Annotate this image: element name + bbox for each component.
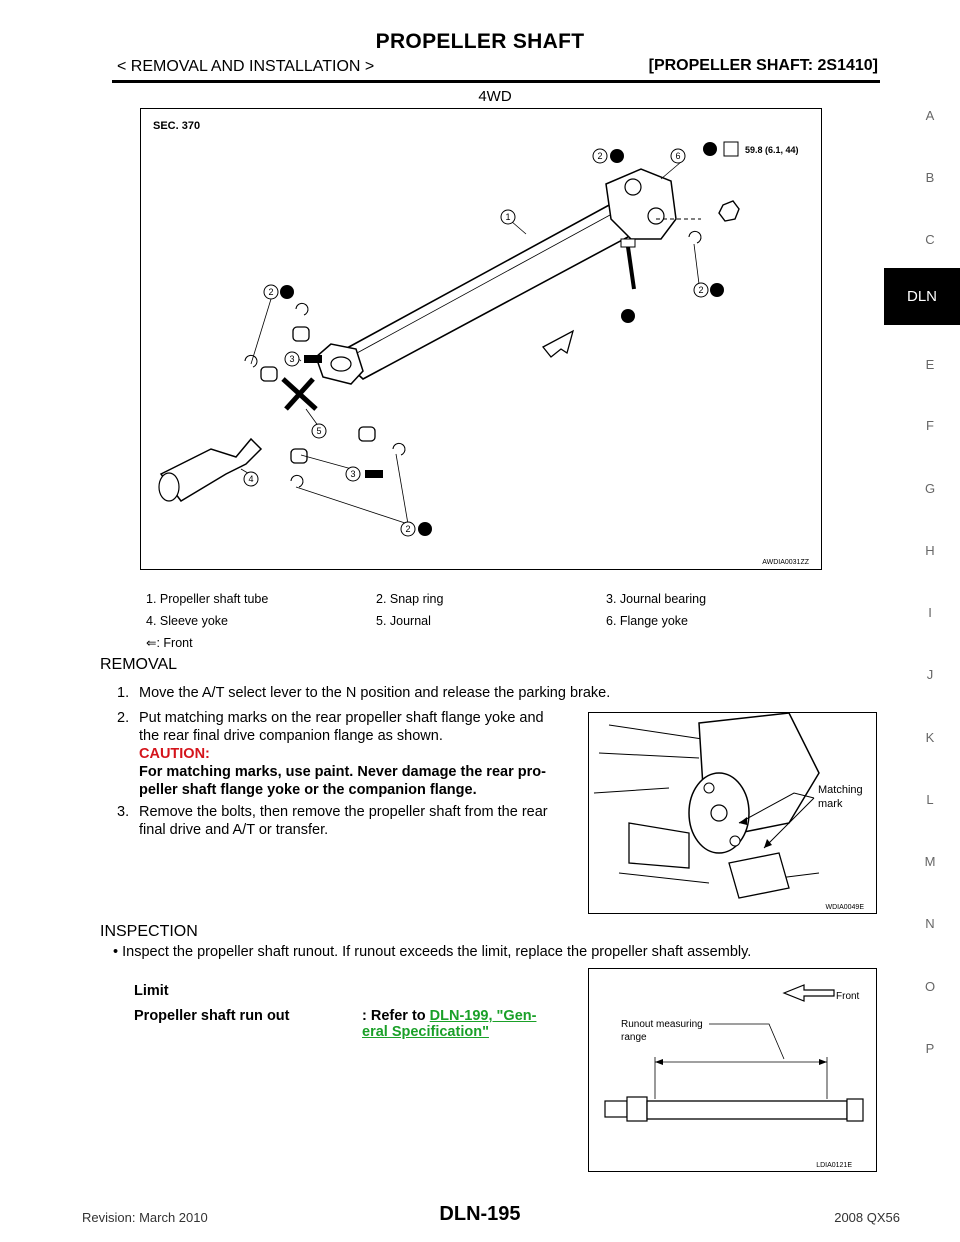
matching-mark-diagram: Matching mark WDIA0049E (593, 712, 864, 911)
callout-1: 1 (505, 212, 510, 222)
callout-5: 5 (316, 426, 321, 436)
callout-2: 2 (405, 524, 410, 534)
figure-label: 4WD (478, 88, 512, 105)
index-dln-active[interactable]: DLN (884, 268, 960, 325)
inspection-bullet: • Inspect the propeller shaft runout. If… (113, 944, 752, 960)
do-not-reuse-icon (280, 142, 724, 536)
inspection-heading: INSPECTION (100, 923, 198, 940)
runout-range-label: range (621, 1032, 647, 1043)
matching-mark-label: mark (818, 798, 843, 810)
limit-label: Propeller shaft run out (134, 1008, 290, 1024)
index-n[interactable]: N (925, 916, 935, 931)
index-l[interactable]: L (926, 792, 934, 807)
figure-code: WDIA0049E (825, 904, 864, 911)
legend-item: 3. Journal bearing (606, 592, 707, 606)
index-a[interactable]: A (925, 108, 935, 123)
runout-figure: Front Runout measuring range LDIA0121E (588, 968, 877, 1172)
index-h[interactable]: H (925, 543, 935, 558)
index-g[interactable]: G (924, 481, 936, 496)
grease-icon (304, 355, 322, 363)
step-text: Put matching marks on the rear propeller… (139, 710, 544, 726)
front-label: Front (836, 991, 860, 1002)
propeller-shaft-diagram: 1 2 2 2 2 3 3 4 5 6 SEC. 370 59.8 (6.1, … (153, 120, 810, 566)
spec-link[interactable]: DLN-199, "Gen- (429, 1008, 537, 1024)
figure-code: LDIA0121E (816, 1162, 852, 1169)
callout-2: 2 (268, 287, 273, 297)
limit-reference: : Refer to DLN-199, "Gen- eral Specifica… (362, 1008, 537, 1040)
index-k[interactable]: K (925, 730, 935, 745)
legend-item: ⇐: Front (146, 636, 193, 650)
figure-code: AWDIA0031ZZ (762, 559, 810, 566)
index-i[interactable]: I (928, 605, 932, 620)
grease-icon (365, 470, 383, 478)
torque-wrench-icon (723, 141, 739, 157)
callout-2: 2 (597, 151, 602, 161)
legend-item: 4. Sleeve yoke (146, 614, 228, 628)
legend-item: 2. Snap ring (376, 592, 444, 606)
removal-step-1: 1. Move the A/T select lever to the N po… (117, 685, 611, 701)
spec-link[interactable]: eral Specification" (362, 1024, 489, 1040)
callout-2: 2 (698, 285, 703, 295)
section-breadcrumb: < REMOVAL AND INSTALLATION > (117, 58, 375, 75)
vehicle-model: 2008 QX56 (834, 1210, 900, 1225)
legend-item: 6. Flange yoke (606, 614, 688, 628)
index-e[interactable]: E (925, 357, 935, 372)
index-c[interactable]: C (925, 232, 935, 247)
step-text: Remove the bolts, then remove the propel… (139, 804, 548, 820)
step-text: Move the A/T select lever to the N posit… (139, 685, 611, 701)
runout-range-label: Runout measuring (621, 1019, 703, 1030)
callout-3: 3 (289, 354, 294, 364)
callout-3: 3 (350, 469, 355, 479)
page-title: PROPELLER SHAFT (375, 30, 585, 53)
caution-heading: CAUTION: (139, 746, 210, 762)
front-arrow-icon (782, 984, 835, 1002)
runout-diagram: Front Runout measuring range LDIA0121E (604, 984, 864, 1169)
torque-value: 59.8 (6.1, 44) (745, 145, 799, 155)
index-f[interactable]: F (926, 418, 934, 433)
callout-6: 6 (675, 151, 680, 161)
step-text: final drive and A/T or transfer. (139, 822, 329, 838)
sec-number: SEC. 370 (153, 120, 200, 132)
caution-text: For matching marks, use paint. Never dam… (139, 764, 546, 780)
legend-item: 5. Journal (376, 614, 431, 628)
removal-step-3: 3. Remove the bolts, then remove the pro… (117, 803, 587, 839)
side-index: A B C E F G H I J K L M N O P (900, 0, 960, 1242)
index-p[interactable]: P (925, 1041, 935, 1056)
index-m[interactable]: M (924, 854, 936, 869)
exploded-view-figure: 1 2 2 2 2 3 3 4 5 6 SEC. 370 59.8 (6.1, … (140, 108, 822, 570)
header-divider (112, 80, 880, 83)
revision-date: Revision: March 2010 (82, 1210, 208, 1225)
removal-heading: REMOVAL (100, 656, 178, 673)
index-o[interactable]: O (924, 979, 936, 994)
matching-mark-label: Matching (818, 784, 863, 796)
parts-legend: 1. Propeller shaft tube 2. Snap ring 3. … (146, 588, 836, 654)
page-number: DLN-195 (439, 1203, 521, 1225)
step-text: the rear final drive companion flange as… (139, 728, 443, 744)
index-b[interactable]: B (925, 170, 935, 185)
legend-item: 1. Propeller shaft tube (146, 592, 269, 606)
limit-heading: Limit (134, 983, 169, 999)
callout-4: 4 (248, 474, 253, 484)
index-j[interactable]: J (926, 667, 934, 682)
model-tag: [PROPELLER SHAFT: 2S1410] (648, 57, 878, 74)
matching-mark-figure: Matching mark WDIA0049E (588, 712, 877, 914)
caution-text: peller shaft flange yoke or the companio… (139, 782, 477, 798)
removal-step-2: 2. Put matching marks on the rear propel… (117, 709, 587, 799)
